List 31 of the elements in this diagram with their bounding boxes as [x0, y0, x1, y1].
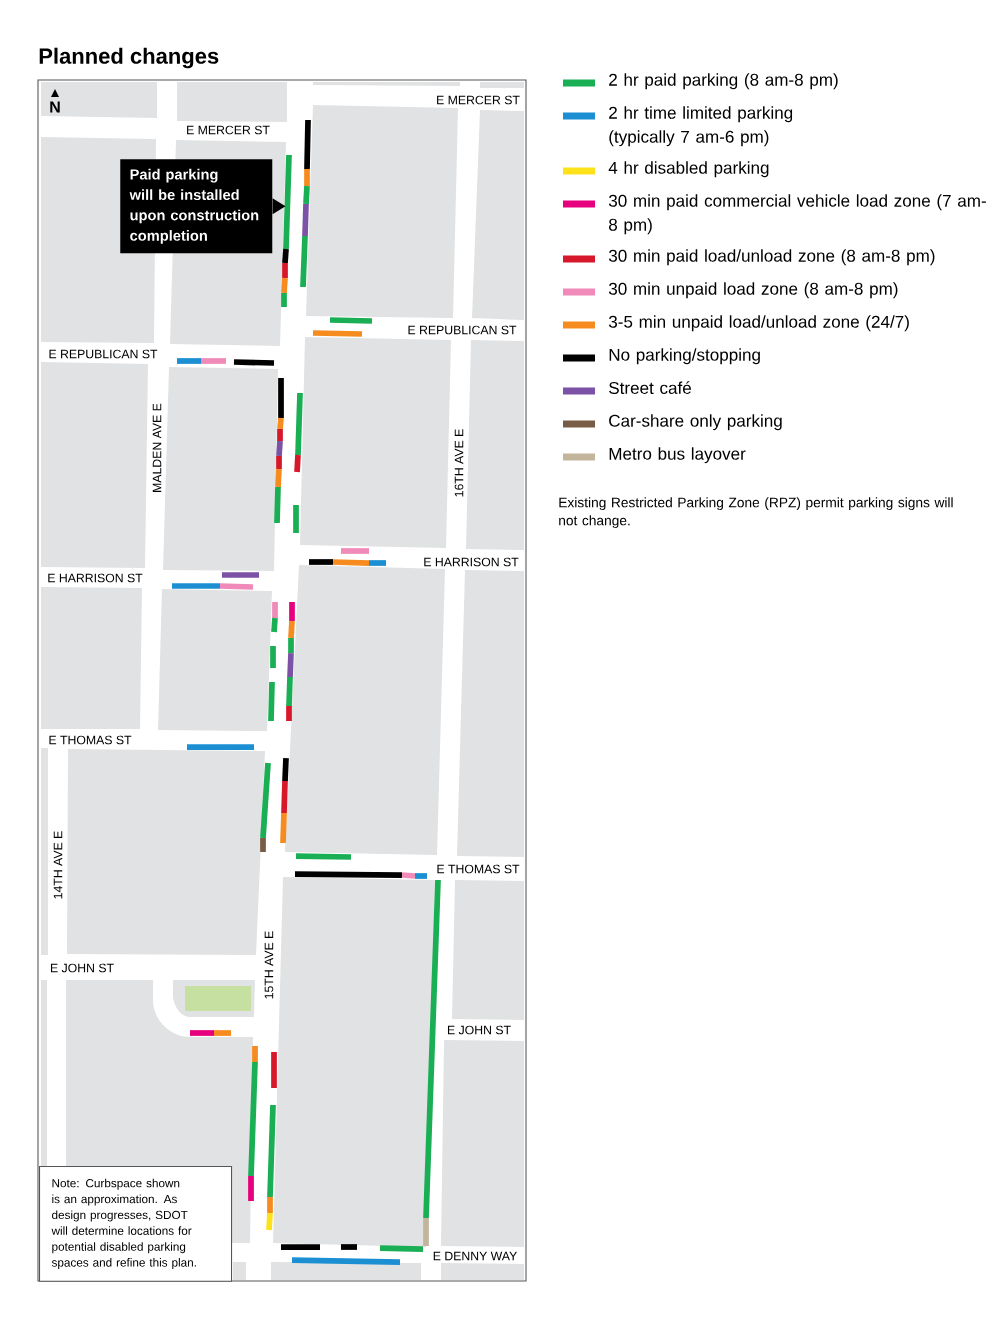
legend-label: 30 min paid load/unload zone (8 am-8 pm) — [608, 249, 935, 266]
street-name: E REPUBLICAN ST — [408, 325, 517, 335]
legend-label: 3-5 min unpaid load/unload zone (24/7) — [608, 315, 909, 332]
legend-label: Car-share only parking — [609, 414, 782, 431]
street-name: E JOHN ST — [50, 963, 114, 973]
compass-letter: N — [50, 101, 60, 113]
legend-label: 2 hr time limited parking (typically 7 am-6 pm) — [609, 106, 793, 147]
callout-box: Paid parking will be installed upon construction completion — [120, 159, 286, 254]
note-box: Note: Curbspace shown is an approximation. As design progresses, SDOT will determine locations for potential disabled parking spaces and refine this plan. — [39, 1166, 233, 1282]
street-name: E MERCER ST — [437, 95, 520, 105]
street-name: E HARRISON ST — [424, 557, 519, 567]
street-name: MALDEN AVE E — [152, 403, 162, 492]
street-name: E REPUBLICAN ST — [49, 349, 158, 359]
street-name: 15TH AVE E — [264, 931, 274, 999]
legend-label: 4 hr disabled parking — [608, 161, 769, 178]
street-name: E THOMAS ST — [49, 735, 132, 745]
street-name: E THOMAS ST — [437, 864, 520, 874]
legend-label: No parking/stopping — [609, 348, 760, 365]
title: Planned changes — [39, 47, 219, 69]
legend-label: 2 hr paid parking (8 am-8 pm) — [609, 73, 838, 90]
footnote: Existing Restricted Parking Zone (RPZ) permit parking signs will not change. — [559, 497, 953, 529]
street-name: E HARRISON ST — [48, 573, 143, 583]
street-name: 16TH AVE E — [454, 429, 464, 497]
street-name: E MERCER ST — [187, 125, 270, 135]
legend-label: Metro bus layover — [609, 447, 746, 464]
street-name: E JOHN ST — [448, 1025, 511, 1035]
street-name: E DENNY WAY — [433, 1251, 517, 1261]
legend-label: Street café — [609, 381, 691, 394]
legend-label: 30 min paid commercial vehicle load zone (7 am-8 pm) — [608, 194, 986, 235]
street-name: 14TH AVE E — [53, 831, 63, 899]
legend-label: 30 min unpaid load zone (8 am-8 pm) — [608, 282, 898, 299]
